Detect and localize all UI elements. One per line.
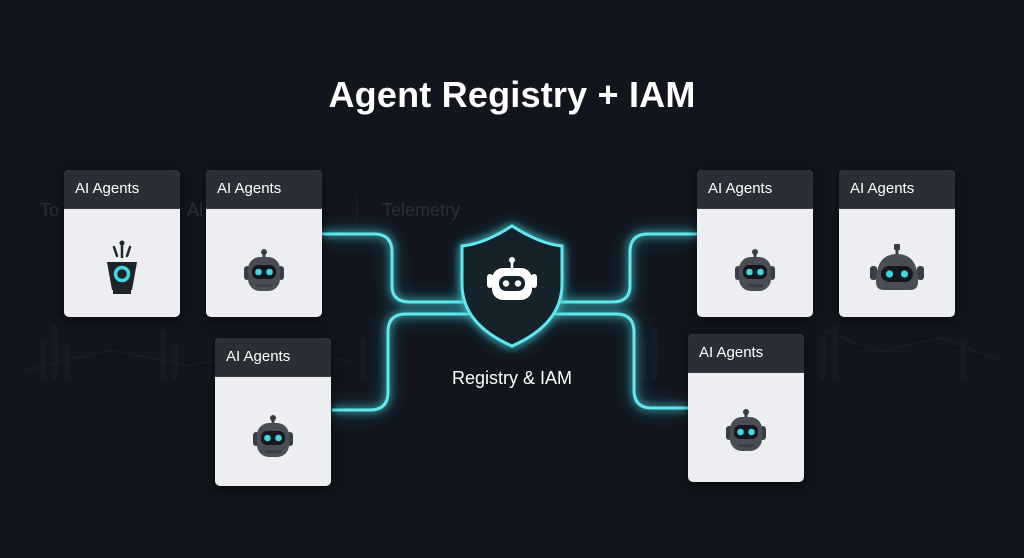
- antenna-bucket-icon: [107, 240, 137, 294]
- connector-agent-6-hub: [554, 312, 688, 410]
- agent-card[interactable]: AI Agents: [688, 334, 804, 482]
- agent-card[interactable]: AI Agents: [64, 170, 180, 317]
- connectors: [322, 230, 697, 414]
- background-text: Al: [187, 200, 204, 220]
- shield-robot-icon: [460, 224, 564, 348]
- robot-icon: [253, 415, 293, 457]
- robot-icon: [735, 249, 775, 291]
- robot-icon: [244, 249, 284, 291]
- diagram-title: Agent Registry + IAM: [328, 74, 696, 115]
- agent-card[interactable]: AI Agents: [697, 170, 813, 317]
- agent-card-label: AI Agents: [64, 170, 180, 209]
- agent-card-label: AI Agents: [697, 170, 813, 209]
- agent-card-label: AI Agents: [839, 170, 955, 209]
- connector-agent-4-hub: [554, 232, 697, 304]
- robot-wide-icon: [870, 244, 924, 290]
- agent-card[interactable]: AI Agents: [839, 170, 955, 317]
- connector-agent-3-hub: [332, 312, 470, 412]
- agent-card-label: AI Agents: [215, 338, 331, 377]
- agent-card[interactable]: AI Agents: [215, 338, 331, 486]
- agent-card-label: AI Agents: [206, 170, 322, 209]
- background-text: To: [40, 200, 60, 220]
- agent-card-label: AI Agents: [688, 334, 804, 373]
- connector-agent-2-hub: [322, 232, 470, 304]
- robot-icon: [726, 409, 766, 451]
- hub-label: Registry & IAM: [451, 368, 573, 388]
- background-chart-texture: [0, 194, 1024, 380]
- background-text: Telemetry: [382, 200, 461, 220]
- agent-card[interactable]: AI Agents: [206, 170, 322, 317]
